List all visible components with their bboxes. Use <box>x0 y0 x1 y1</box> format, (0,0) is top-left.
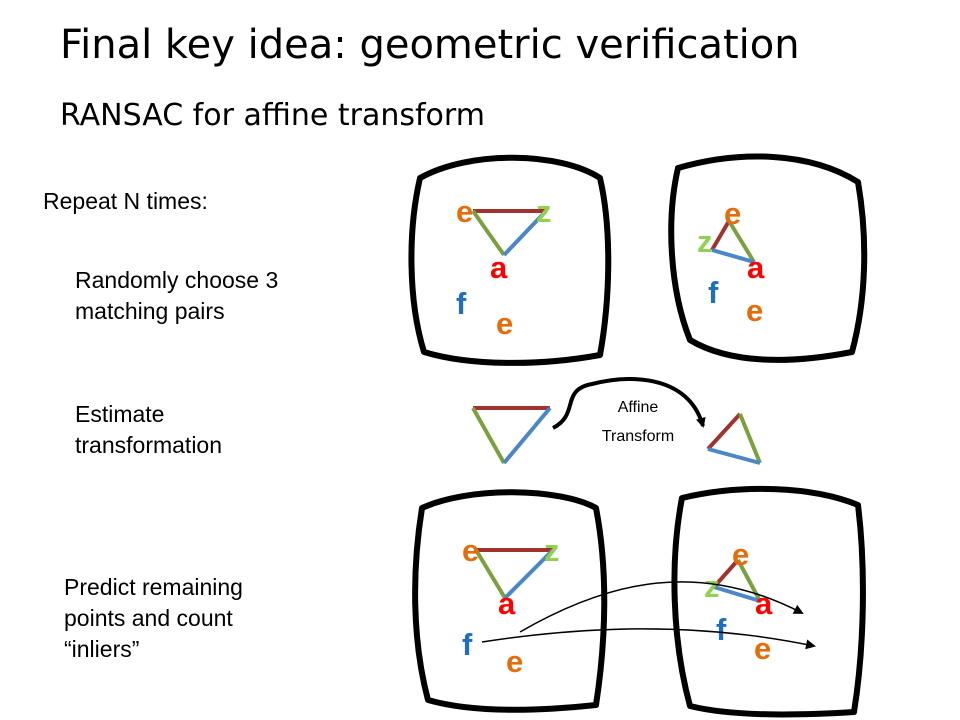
edge-ez-top-right <box>710 219 731 252</box>
edge-ea-bottom-left <box>474 548 507 600</box>
image-outline-bottom-right <box>671 485 866 718</box>
point-z-bottom-right: z <box>704 569 720 604</box>
point-z-top-right: z <box>697 224 713 259</box>
step-estimate-label: Estimate transformation <box>75 401 223 458</box>
point-e-bottom-left: e <box>462 533 479 568</box>
edge-ea-top-right <box>727 219 756 264</box>
point-f-bottom-right: f <box>716 612 727 647</box>
image-outline-top-right <box>668 153 868 363</box>
image-outline-bottom-left <box>412 489 608 713</box>
affine-label-line2: Transform <box>602 428 674 445</box>
edge-ez-middle-right <box>706 412 742 451</box>
point-a-bottom-left: a <box>498 586 516 621</box>
point-z-top-left: z <box>536 194 552 229</box>
image-outline-top-left <box>408 154 612 366</box>
point-e-top-left: e <box>456 194 473 229</box>
point-f-bottom-left: f <box>462 627 473 662</box>
point-a-bottom-right: a <box>755 586 773 621</box>
step-choose-label: Randomly choose 3 matching pairs <box>75 267 279 324</box>
point-e2-top-left: e <box>496 306 513 341</box>
edge-za-top-left <box>502 209 548 257</box>
point-e-top-right: e <box>724 196 741 231</box>
slide-title: Final key idea: geometric verification <box>60 22 800 68</box>
edge-ea-middle-left <box>471 407 506 464</box>
predict-arrow-upper <box>519 581 804 633</box>
point-f-top-right: f <box>708 275 719 310</box>
edge-ea-middle-right <box>738 413 762 464</box>
edge-za-bottom-right <box>713 585 761 603</box>
point-e-bottom-right: e <box>732 537 749 572</box>
edge-za-top-right <box>711 248 755 264</box>
predict-arrow-lower <box>481 628 816 650</box>
point-e2-bottom-left: e <box>506 644 523 679</box>
point-e2-top-right: e <box>746 293 763 328</box>
edge-za-bottom-left <box>503 548 555 600</box>
affine-arrow <box>551 377 706 430</box>
edge-za-middle-left <box>502 406 552 465</box>
step-predict-label: Predict remaining points and count “inli… <box>64 574 243 662</box>
point-f-top-left: f <box>456 286 467 321</box>
point-z-bottom-left: z <box>544 533 560 568</box>
point-e2-bottom-right: e <box>754 631 771 666</box>
affine-label-line1: Affine <box>618 399 659 416</box>
slide-subtitle: RANSAC for affine transform <box>60 98 485 133</box>
edge-ez-bottom-right <box>712 558 740 589</box>
point-a-top-right: a <box>747 250 765 285</box>
edge-za-middle-right <box>707 447 761 465</box>
point-a-top-left: a <box>490 250 508 285</box>
step-repeat-label: Repeat N times: <box>43 188 208 214</box>
edge-ea-top-left <box>471 209 506 257</box>
